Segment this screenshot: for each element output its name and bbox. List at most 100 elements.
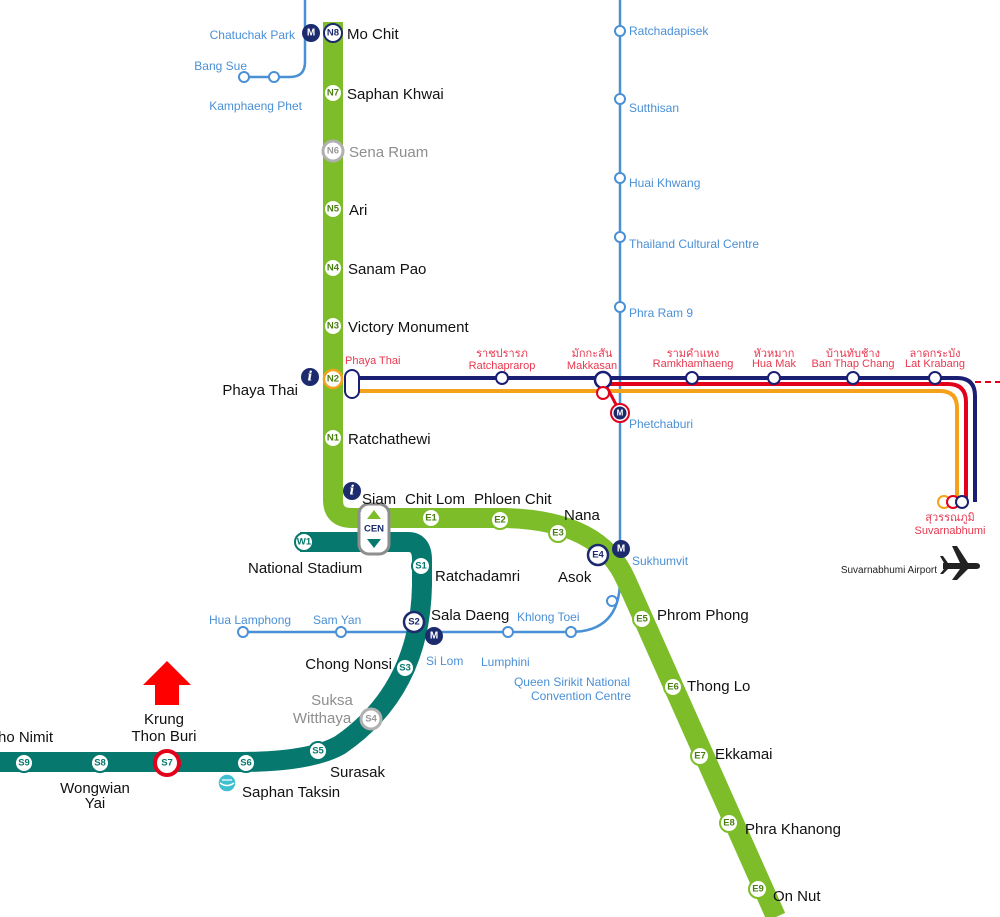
mrt-dot-kamphaeng-phet[interactable] <box>238 71 250 83</box>
label-arl-hua-mak: Hua Mak <box>752 358 797 370</box>
arl-dot-ban-thap-chang[interactable] <box>846 371 860 385</box>
mrt-dot-huai-khwang[interactable] <box>614 172 626 184</box>
mrt-interchange-icon-si-lom[interactable]: M <box>425 627 443 645</box>
siam-interchange-marker[interactable]: CEN <box>357 502 391 556</box>
label-queen-sirikit-line1: Queen Sirikit National <box>514 675 630 689</box>
svg-text:W1: W1 <box>297 537 312 548</box>
label-suksa-line2: Witthaya <box>293 710 352 727</box>
label-queen-sirikit-line2: Convention Centre <box>531 689 631 703</box>
station-S3[interactable]: S3 <box>395 658 415 678</box>
mrt-dot-ratchadapisek[interactable] <box>614 25 626 37</box>
mrt-dot-sutthisan[interactable] <box>614 93 626 105</box>
silom-labels: National Stadium Ratchadamri Sala Daeng … <box>0 560 520 812</box>
station-S8[interactable]: S8 <box>90 753 110 773</box>
svg-text:S8: S8 <box>94 758 106 769</box>
arl-dot-lat-krabang[interactable] <box>928 371 942 385</box>
silom-line <box>0 532 432 772</box>
svg-text:E8: E8 <box>723 818 735 829</box>
station-E9[interactable]: E9 <box>748 879 768 899</box>
svg-text:N2: N2 <box>327 374 339 385</box>
station-N6[interactable]: N6 <box>321 139 345 163</box>
arl-dot-ramkhamhaeng[interactable] <box>685 371 699 385</box>
label-lumphini: Lumphini <box>481 655 530 669</box>
svg-text:E9: E9 <box>752 884 764 895</box>
mrt-dot-bang-sue[interactable] <box>268 71 280 83</box>
label-arl-ratchaprarop-thai: ราชปรารภ <box>476 348 528 360</box>
label-krung-line1: Krung <box>144 711 184 728</box>
station-N8[interactable]: N8 <box>323 23 343 43</box>
station-E3[interactable]: E3 <box>548 523 568 543</box>
label-surasak: Surasak <box>330 764 386 781</box>
station-S9[interactable]: S9 <box>14 753 34 773</box>
label-phra-khanong: Phra Khanong <box>745 821 841 838</box>
label-wongwian-line2: Yai <box>85 795 106 812</box>
mrt-dot-queen-sirikit[interactable] <box>606 595 618 607</box>
svg-text:CEN: CEN <box>364 524 384 535</box>
arl-dot-ratchaprarop[interactable] <box>495 371 509 385</box>
station-S1[interactable]: S1 <box>411 556 431 576</box>
label-phaya-thai: Phaya Thai <box>222 382 298 399</box>
station-N3[interactable]: N3 <box>323 316 343 336</box>
arl-dot-makkasan-lower[interactable] <box>596 386 610 400</box>
station-W1[interactable]: W1 <box>294 532 314 552</box>
label-sala-daeng: Sala Daeng <box>431 607 509 624</box>
mrt-dot-phra-ram-9[interactable] <box>614 301 626 313</box>
mrt-dot-hua-lamphong[interactable] <box>237 626 249 638</box>
mrt-dot-lumphini[interactable] <box>502 626 514 638</box>
station-N1[interactable]: N1 <box>323 428 343 448</box>
label-sam-yan: Sam Yan <box>313 613 361 627</box>
svg-text:E2: E2 <box>494 515 506 526</box>
boat-pier-icon[interactable] <box>217 773 237 793</box>
label-bang-sue: Bang Sue <box>194 59 247 73</box>
label-arl-ramkhamhaeng-thai: รามคำแหง <box>667 348 720 360</box>
station-S5[interactable]: S5 <box>308 741 328 761</box>
mrt-interchange-icon-sukhumvit[interactable]: M <box>612 540 630 558</box>
info-icon-siam[interactable]: i <box>343 482 361 500</box>
station-E2[interactable]: E2 <box>490 510 510 530</box>
mrt-interchange-icon-phetchaburi[interactable]: M <box>610 403 630 423</box>
svg-text:N1: N1 <box>327 433 340 444</box>
svg-text:N4: N4 <box>327 263 340 274</box>
label-national-stadium: National Stadium <box>248 560 362 577</box>
svg-text:S5: S5 <box>312 746 324 757</box>
label-huai-khwang: Huai Khwang <box>629 176 700 190</box>
mrt-interchange-icon-chatuchak[interactable]: M <box>302 24 320 42</box>
station-E8[interactable]: E8 <box>719 813 739 833</box>
station-N2[interactable]: N2 <box>322 368 344 390</box>
station-S6[interactable]: S6 <box>236 753 256 773</box>
arl-dot-suvarnabhumi[interactable] <box>937 495 969 509</box>
arl-dot-hua-mak[interactable] <box>767 371 781 385</box>
station-E7[interactable]: E7 <box>690 746 710 766</box>
info-icon-phaya-thai[interactable]: i <box>301 368 319 386</box>
station-N7[interactable]: N7 <box>323 83 343 103</box>
arl-dot-phaya-thai[interactable] <box>344 369 360 399</box>
svg-text:M: M <box>617 544 625 555</box>
station-S4[interactable]: S4 <box>359 707 383 731</box>
station-N5[interactable]: N5 <box>323 199 343 219</box>
label-suksa-line1: Suksa <box>311 692 353 709</box>
svg-text:M: M <box>307 28 315 39</box>
station-E5[interactable]: E5 <box>632 609 652 629</box>
station-S7[interactable]: S7 <box>153 749 181 777</box>
station-E1[interactable]: E1 <box>421 508 441 528</box>
label-nana: Nana <box>564 507 601 524</box>
arl-dot-makkasan[interactable] <box>593 370 613 390</box>
station-E6[interactable]: E6 <box>663 677 683 697</box>
station-N4[interactable]: N4 <box>323 258 343 278</box>
label-phra-ram-9: Phra Ram 9 <box>629 306 693 320</box>
red-up-arrow-icon <box>143 661 191 705</box>
svg-text:i: i <box>350 484 355 499</box>
svg-text:S1: S1 <box>415 561 427 572</box>
station-E4[interactable]: E4 <box>586 543 610 567</box>
label-arl-ramkhamhaeng: Ramkhamhaeng <box>653 358 734 370</box>
mrt-dot-khlong-toei[interactable] <box>565 626 577 638</box>
station-S2[interactable]: S2 <box>402 610 426 634</box>
mrt-dot-thailand-cultural-centre[interactable] <box>614 231 626 243</box>
label-saphan-taksin: Saphan Taksin <box>242 784 340 801</box>
arl-station-dots <box>344 369 969 509</box>
label-arl-makkasan-thai: มักกะสัน <box>572 348 613 360</box>
svg-text:N8: N8 <box>327 28 339 39</box>
svg-text:E5: E5 <box>636 614 648 625</box>
label-ekkamai: Ekkamai <box>715 746 773 763</box>
mrt-dot-sam-yan[interactable] <box>335 626 347 638</box>
